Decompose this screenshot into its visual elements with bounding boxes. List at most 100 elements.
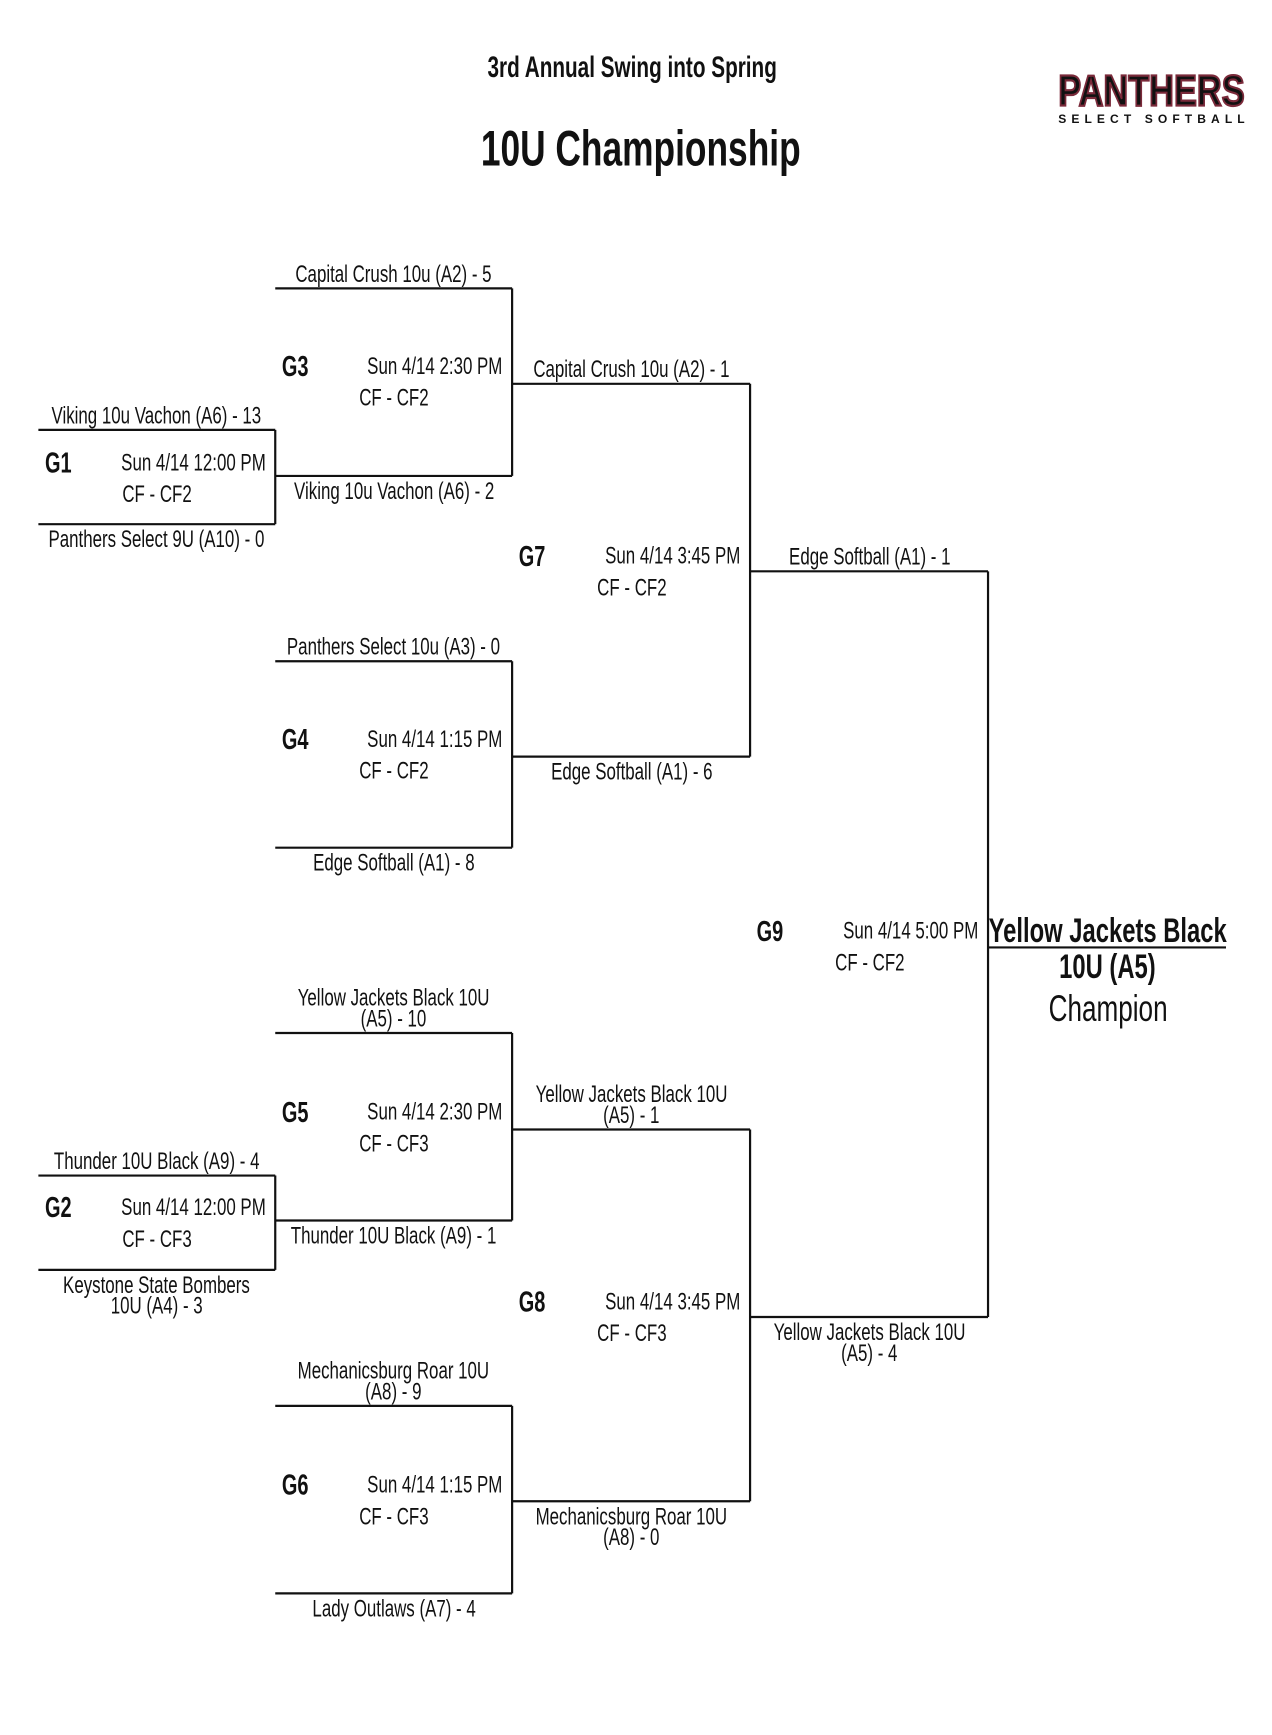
G9-top-team: Edge Softball (A1) - 1 xyxy=(650,543,1089,572)
G1-top-team-text: Viking 10u Vachon (A6) - 13 xyxy=(51,401,262,429)
G9-game-time-text: Sun 4/14 5:00 PM xyxy=(842,916,979,945)
G8-top-team-text: Yellow Jackets Black 10U xyxy=(535,1080,728,1108)
logo-text: PANTHERS xyxy=(1058,66,1244,115)
G4-game-time: Sun 4/14 1:15 PM xyxy=(64,724,503,754)
G4-bottom-team: Edge Softball (A1) - 8 xyxy=(174,849,613,878)
G4-game-id: G4 xyxy=(282,725,721,754)
G2-bottom-team-score: 10U (A4) - 3 xyxy=(0,1292,376,1321)
G5-top-team-score: (A5) - 10 xyxy=(174,1004,613,1033)
G3-top-team-text: Capital Crush 10u (A2) - 5 xyxy=(295,259,492,288)
G3-bottom-team-text: Viking 10u Vachon (A6) - 2 xyxy=(293,477,494,505)
champion-team-seed-text: 10U (A5) xyxy=(1059,947,1156,986)
G7-field-text: CF - CF2 xyxy=(596,573,667,601)
G2-bottom-team: Keystone State Bombers xyxy=(0,1271,376,1300)
G1-game-id-text: G1 xyxy=(44,446,72,480)
G7-game-time: Sun 4/14 3:45 PM xyxy=(302,541,741,571)
G1-field: CF - CF2 xyxy=(0,480,376,509)
G9-game-id-text: G9 xyxy=(756,914,784,948)
G5-bottom-team-text: Thunder 10U Black (A9) - 1 xyxy=(290,1221,497,1250)
G8-game-id-text: G8 xyxy=(518,1285,546,1319)
G2-field-text: CF - CF3 xyxy=(122,1224,192,1253)
G5-top-team-text: Yellow Jackets Black 10U xyxy=(297,983,490,1012)
G7-game-time-text: Sun 4/14 3:45 PM xyxy=(605,541,741,570)
G4-game-time-text: Sun 4/14 1:15 PM xyxy=(367,724,503,753)
G8-game-id: G8 xyxy=(519,1287,958,1316)
champion-team-text: Yellow Jackets Black xyxy=(988,911,1227,950)
G6-top-team-score: (A8) - 9 xyxy=(174,1377,613,1406)
G6-game-time: Sun 4/14 1:15 PM xyxy=(64,1470,503,1500)
G5-bottom-team: Thunder 10U Black (A9) - 1 xyxy=(174,1222,613,1251)
G5-top-team-score-text: (A5) - 10 xyxy=(360,1004,427,1032)
G8-game-time-text: Sun 4/14 3:45 PM xyxy=(605,1287,741,1315)
panthers-logo: PANTHERS SELECT SOFTBALL xyxy=(1057,66,1246,126)
G8-bottom-team: Mechanicsburg Roar 10U xyxy=(412,1502,851,1531)
G3-bottom-team: Viking 10u Vachon (A6) - 2 xyxy=(174,477,613,506)
G7-game-id: G7 xyxy=(519,542,958,571)
G2-game-id-text: G2 xyxy=(44,1190,72,1224)
G6-field-text: CF - CF3 xyxy=(358,1502,429,1530)
G6-top-team: Mechanicsburg Roar 10U xyxy=(174,1356,613,1385)
G8-field: CF - CF3 xyxy=(412,1319,851,1348)
G5-field-text: CF - CF3 xyxy=(358,1129,429,1157)
G9-bottom-team: Yellow Jackets Black 10U xyxy=(650,1318,1089,1347)
page-title: 10U Championship xyxy=(412,121,851,176)
G5-game-id: G5 xyxy=(282,1098,721,1127)
G4-field-text: CF - CF2 xyxy=(358,756,429,785)
G1-game-id: G1 xyxy=(45,449,484,478)
G4-top-team: Panthers Select 10u (A3) - 0 xyxy=(174,633,613,662)
champion-label: Champion xyxy=(888,987,1272,1031)
G9-bottom-team-text: Yellow Jackets Black 10U xyxy=(773,1318,966,1346)
G8-top-team-score: (A5) - 1 xyxy=(412,1101,851,1130)
G4-top-team-text: Panthers Select 10u (A3) - 0 xyxy=(287,632,501,661)
G8-bottom-team-score: (A8) - 0 xyxy=(412,1523,851,1552)
G9-game-time: Sun 4/14 5:00 PM xyxy=(540,916,979,946)
G7-bottom-team-text: Edge Softball (A1) - 6 xyxy=(550,757,713,786)
G3-field: CF - CF2 xyxy=(174,384,613,413)
G2-top-team: Thunder 10U Black (A9) - 4 xyxy=(0,1147,376,1176)
G3-game-time: Sun 4/14 2:30 PM xyxy=(64,352,502,381)
G6-game-time-text: Sun 4/14 1:15 PM xyxy=(367,1470,503,1498)
G4-game-id-text: G4 xyxy=(281,722,309,756)
G5-field: CF - CF3 xyxy=(174,1129,613,1158)
champion-team: Yellow Jackets Black xyxy=(888,911,1272,950)
G6-game-id: G6 xyxy=(282,1471,721,1500)
G9-field-text: CF - CF2 xyxy=(834,948,905,976)
G2-game-time-text: Sun 4/14 12:00 PM xyxy=(120,1193,266,1221)
G7-bottom-team: Edge Softball (A1) - 6 xyxy=(412,758,851,787)
G8-top-team: Yellow Jackets Black 10U xyxy=(412,1080,851,1109)
G8-bottom-team-text: Mechanicsburg Roar 10U xyxy=(535,1502,728,1530)
G6-top-team-text: Mechanicsburg Roar 10U xyxy=(297,1356,490,1384)
G3-field-text: CF - CF2 xyxy=(358,383,429,412)
G1-field-text: CF - CF2 xyxy=(122,480,192,508)
G2-top-team-text: Thunder 10U Black (A9) - 4 xyxy=(54,1147,260,1175)
G4-field: CF - CF2 xyxy=(174,757,613,786)
G1-game-time: Sun 4/14 12:00 PM xyxy=(0,448,266,478)
G7-top-team: Capital Crush 10u (A2) - 1 xyxy=(412,355,851,384)
G6-bottom-team-text: Lady Outlaws (A7) - 4 xyxy=(312,1594,476,1622)
G9-bottom-team-score-text: (A5) - 4 xyxy=(841,1338,898,1367)
G9-field: CF - CF2 xyxy=(650,949,1089,978)
G5-top-team: Yellow Jackets Black 10U xyxy=(174,984,613,1013)
G2-field: CF - CF3 xyxy=(0,1225,376,1254)
G1-game-time-text: Sun 4/14 12:00 PM xyxy=(120,448,266,476)
G9-bottom-team-score: (A5) - 4 xyxy=(650,1339,1089,1368)
G8-game-time: Sun 4/14 3:45 PM xyxy=(302,1287,741,1316)
G9-top-team-text: Edge Softball (A1) - 1 xyxy=(788,542,951,571)
G1-bottom-team-text: Panthers Select 9U (A10) - 0 xyxy=(48,525,265,553)
page-title-text: 10U Championship xyxy=(480,119,801,177)
G7-field: CF - CF2 xyxy=(412,574,851,603)
G8-bottom-team-score-text: (A8) - 0 xyxy=(603,1523,660,1551)
G5-game-id-text: G5 xyxy=(281,1095,309,1129)
event-subtitle-text: 3rd Annual Swing into Spring xyxy=(486,50,777,84)
champion-team-seed: 10U (A5) xyxy=(888,947,1272,986)
G3-game-id: G3 xyxy=(282,352,721,381)
G2-bottom-team-text: Keystone State Bombers xyxy=(63,1270,251,1299)
G9-game-id: G9 xyxy=(757,917,1196,946)
G6-bottom-team: Lady Outlaws (A7) - 4 xyxy=(174,1594,613,1623)
G7-top-team-text: Capital Crush 10u (A2) - 1 xyxy=(533,355,730,383)
champion-label-text: Champion xyxy=(1048,988,1168,1030)
G2-game-id: G2 xyxy=(45,1193,484,1222)
G5-game-time: Sun 4/14 2:30 PM xyxy=(64,1098,502,1127)
